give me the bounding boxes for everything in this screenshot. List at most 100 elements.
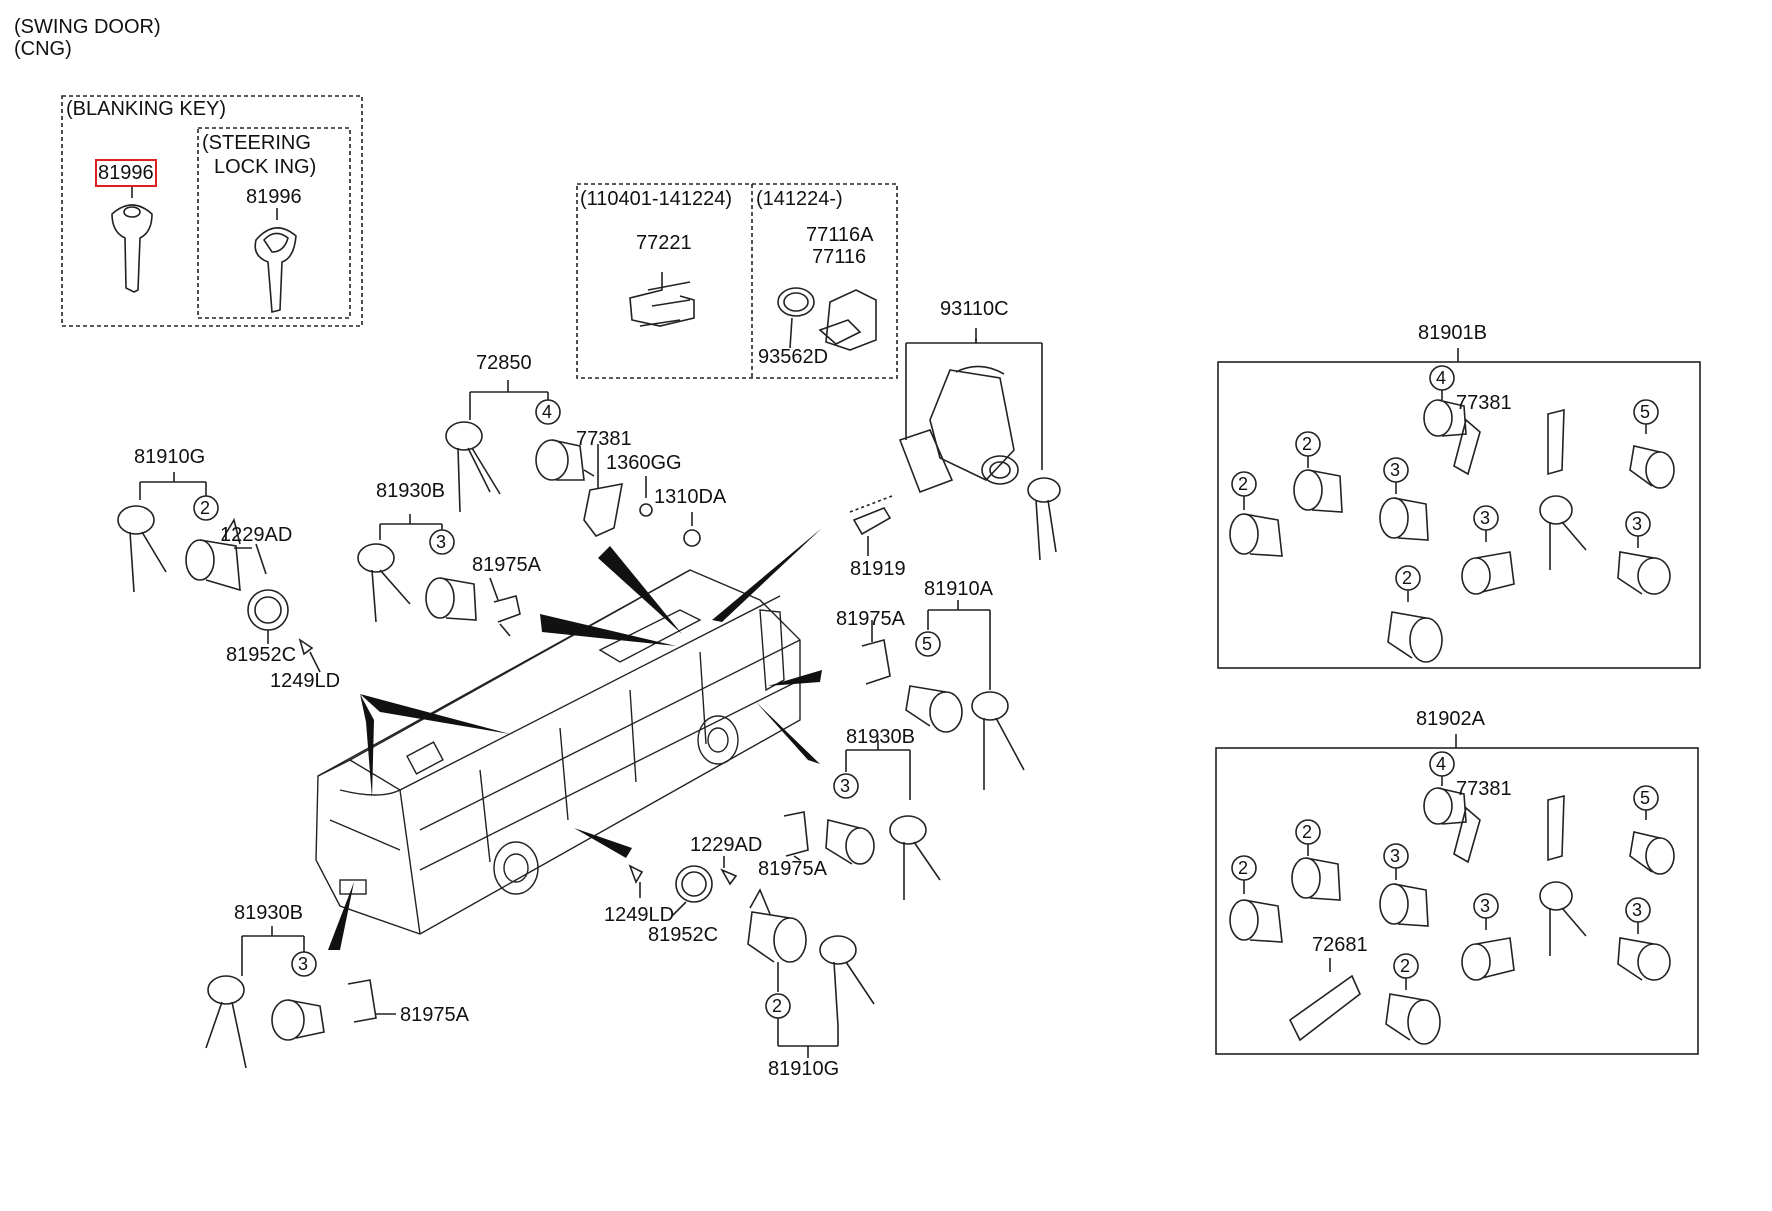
callout-2: 2 bbox=[1400, 956, 1411, 976]
part-81996-highlighted[interactable]: 81996 bbox=[95, 159, 157, 187]
callout-circle bbox=[535, 399, 561, 425]
callout-3: 3 bbox=[840, 776, 851, 796]
part-1229AD-mid[interactable]: 1229AD bbox=[690, 834, 763, 856]
part-81996-steering[interactable]: 81996 bbox=[246, 186, 302, 208]
part-81952C-left[interactable]: 81952C bbox=[226, 644, 297, 666]
blanking-key-title: (BLANKING KEY) bbox=[66, 98, 227, 120]
part-81975A-bot[interactable]: 81975A bbox=[400, 1004, 469, 1026]
screw-81919-icon bbox=[852, 507, 892, 536]
part-77116A[interactable]: 77116A bbox=[806, 224, 874, 246]
callout-3: 3 bbox=[1632, 900, 1643, 920]
callout-5: 5 bbox=[1640, 788, 1651, 808]
screw-1229AD-mid-icon bbox=[720, 868, 738, 886]
callout-3: 3 bbox=[1632, 514, 1643, 534]
steering-title-1: (STEERING bbox=[202, 132, 311, 154]
part-81975A-mid[interactable]: 81975A bbox=[758, 858, 827, 880]
callout-5: 5 bbox=[922, 634, 933, 654]
part-81919[interactable]: 81919 bbox=[850, 558, 906, 580]
bracket-77381-icon bbox=[583, 482, 623, 537]
part-1360GG[interactable]: 1360GG bbox=[606, 452, 682, 474]
part-77221[interactable]: 77221 bbox=[636, 232, 692, 254]
part-81930B-mid[interactable]: 81930B bbox=[846, 726, 915, 748]
callout-circle bbox=[915, 631, 941, 657]
kit-81902A-part-77381[interactable]: 77381 bbox=[1456, 778, 1512, 800]
lock-cylinder-81910G-icon bbox=[185, 517, 241, 592]
lock-cylinder-81910G-bot-icon bbox=[747, 888, 807, 963]
part-1249LD-mid[interactable]: 1249LD bbox=[604, 904, 675, 926]
steering-lock-box bbox=[197, 127, 351, 319]
blanking-key-box bbox=[61, 95, 363, 327]
steering-key-icon bbox=[254, 208, 297, 314]
part-77116[interactable]: 77116 bbox=[812, 246, 867, 268]
part-1229AD-left[interactable]: 1229AD bbox=[220, 524, 293, 546]
key-81910A-icon bbox=[971, 691, 1025, 790]
part-81910A[interactable]: 81910A bbox=[924, 578, 993, 600]
kit-81902A-parts bbox=[1229, 751, 1675, 1045]
screw-1249LD-icon bbox=[298, 638, 314, 656]
lock-cylinder-72850-icon bbox=[535, 439, 595, 481]
callout-4: 4 bbox=[1436, 754, 1447, 774]
kit-81902A-part-72681[interactable]: 72681 bbox=[1312, 934, 1368, 956]
ring-93562D-icon bbox=[777, 287, 815, 349]
key-72850-icon bbox=[445, 421, 501, 513]
part-93562D[interactable]: 93562D bbox=[758, 346, 829, 368]
callout-circle bbox=[833, 773, 859, 799]
lock-cylinder-81930B-top-icon bbox=[425, 577, 477, 621]
callout-3: 3 bbox=[1390, 460, 1401, 480]
kit-81901B-part-77381[interactable]: 77381 bbox=[1456, 392, 1512, 414]
blanking-key-icon bbox=[111, 186, 153, 293]
callout-2: 2 bbox=[1238, 858, 1249, 878]
part-81910G-top[interactable]: 81910G bbox=[134, 446, 206, 468]
key-81910G-bot-icon bbox=[819, 935, 875, 1027]
header-cng: (CNG) bbox=[14, 38, 72, 60]
plate-72681-icon bbox=[1288, 974, 1361, 1042]
callout-3: 3 bbox=[1390, 846, 1401, 866]
callout-3: 3 bbox=[1480, 896, 1491, 916]
callout-5: 5 bbox=[1640, 402, 1651, 422]
clip-81975A-top-icon bbox=[493, 595, 521, 637]
part-81975A-right[interactable]: 81975A bbox=[836, 608, 905, 630]
part-81930B-bot[interactable]: 81930B bbox=[234, 902, 303, 924]
date-range-2: (141224-) bbox=[756, 188, 843, 210]
date-range-1: (110401-141224) bbox=[580, 188, 732, 210]
part-81975A-top[interactable]: 81975A bbox=[472, 554, 541, 576]
nut-1310DA-icon bbox=[683, 529, 701, 547]
date-range-box bbox=[576, 183, 898, 379]
callout-3: 3 bbox=[436, 532, 447, 552]
key-81910G-icon bbox=[117, 505, 167, 593]
key-81930B-bot-icon bbox=[205, 975, 247, 1069]
callout-4: 4 bbox=[542, 402, 553, 422]
steering-title-2: LOCK ING) bbox=[214, 156, 317, 178]
clip-81975A-bot-icon bbox=[347, 979, 377, 1023]
clip-81975A-right-icon bbox=[861, 638, 891, 685]
kit-81901B-title[interactable]: 81901B bbox=[1418, 322, 1487, 344]
bus-body bbox=[315, 569, 801, 935]
callout-2: 2 bbox=[1402, 568, 1413, 588]
part-81930B-top[interactable]: 81930B bbox=[376, 480, 445, 502]
ring-81952C-mid-icon bbox=[675, 865, 713, 903]
key-81930B-top-icon bbox=[357, 543, 411, 623]
callout-2: 2 bbox=[1302, 822, 1313, 842]
callout-circle bbox=[429, 529, 455, 555]
callout-3: 3 bbox=[298, 954, 309, 974]
kit-81902A-box bbox=[1215, 747, 1699, 1055]
callout-2: 2 bbox=[1238, 474, 1249, 494]
kit-81902A-title[interactable]: 81902A bbox=[1416, 708, 1485, 730]
part-93110C[interactable]: 93110C bbox=[940, 298, 1009, 320]
part-81952C-mid[interactable]: 81952C bbox=[648, 924, 719, 946]
callout-4: 4 bbox=[1436, 368, 1447, 388]
part-1310DA[interactable]: 1310DA bbox=[654, 486, 727, 508]
bracket-77221-icon bbox=[629, 272, 695, 327]
part-72850[interactable]: 72850 bbox=[476, 352, 532, 374]
screw-1229AD-icon bbox=[255, 543, 267, 575]
part-81910G-bot[interactable]: 81910G bbox=[768, 1058, 840, 1080]
callout-2: 2 bbox=[1302, 434, 1313, 454]
clip-81975A-mid-icon bbox=[783, 811, 809, 857]
leader-wedges bbox=[328, 528, 822, 950]
part-1249LD-left[interactable]: 1249LD bbox=[270, 670, 341, 692]
header-swing-door: (SWING DOOR) bbox=[14, 16, 161, 38]
key-81930B-mid-icon bbox=[889, 815, 941, 900]
part-77381[interactable]: 77381 bbox=[576, 428, 632, 450]
callout-2: 2 bbox=[772, 996, 783, 1016]
